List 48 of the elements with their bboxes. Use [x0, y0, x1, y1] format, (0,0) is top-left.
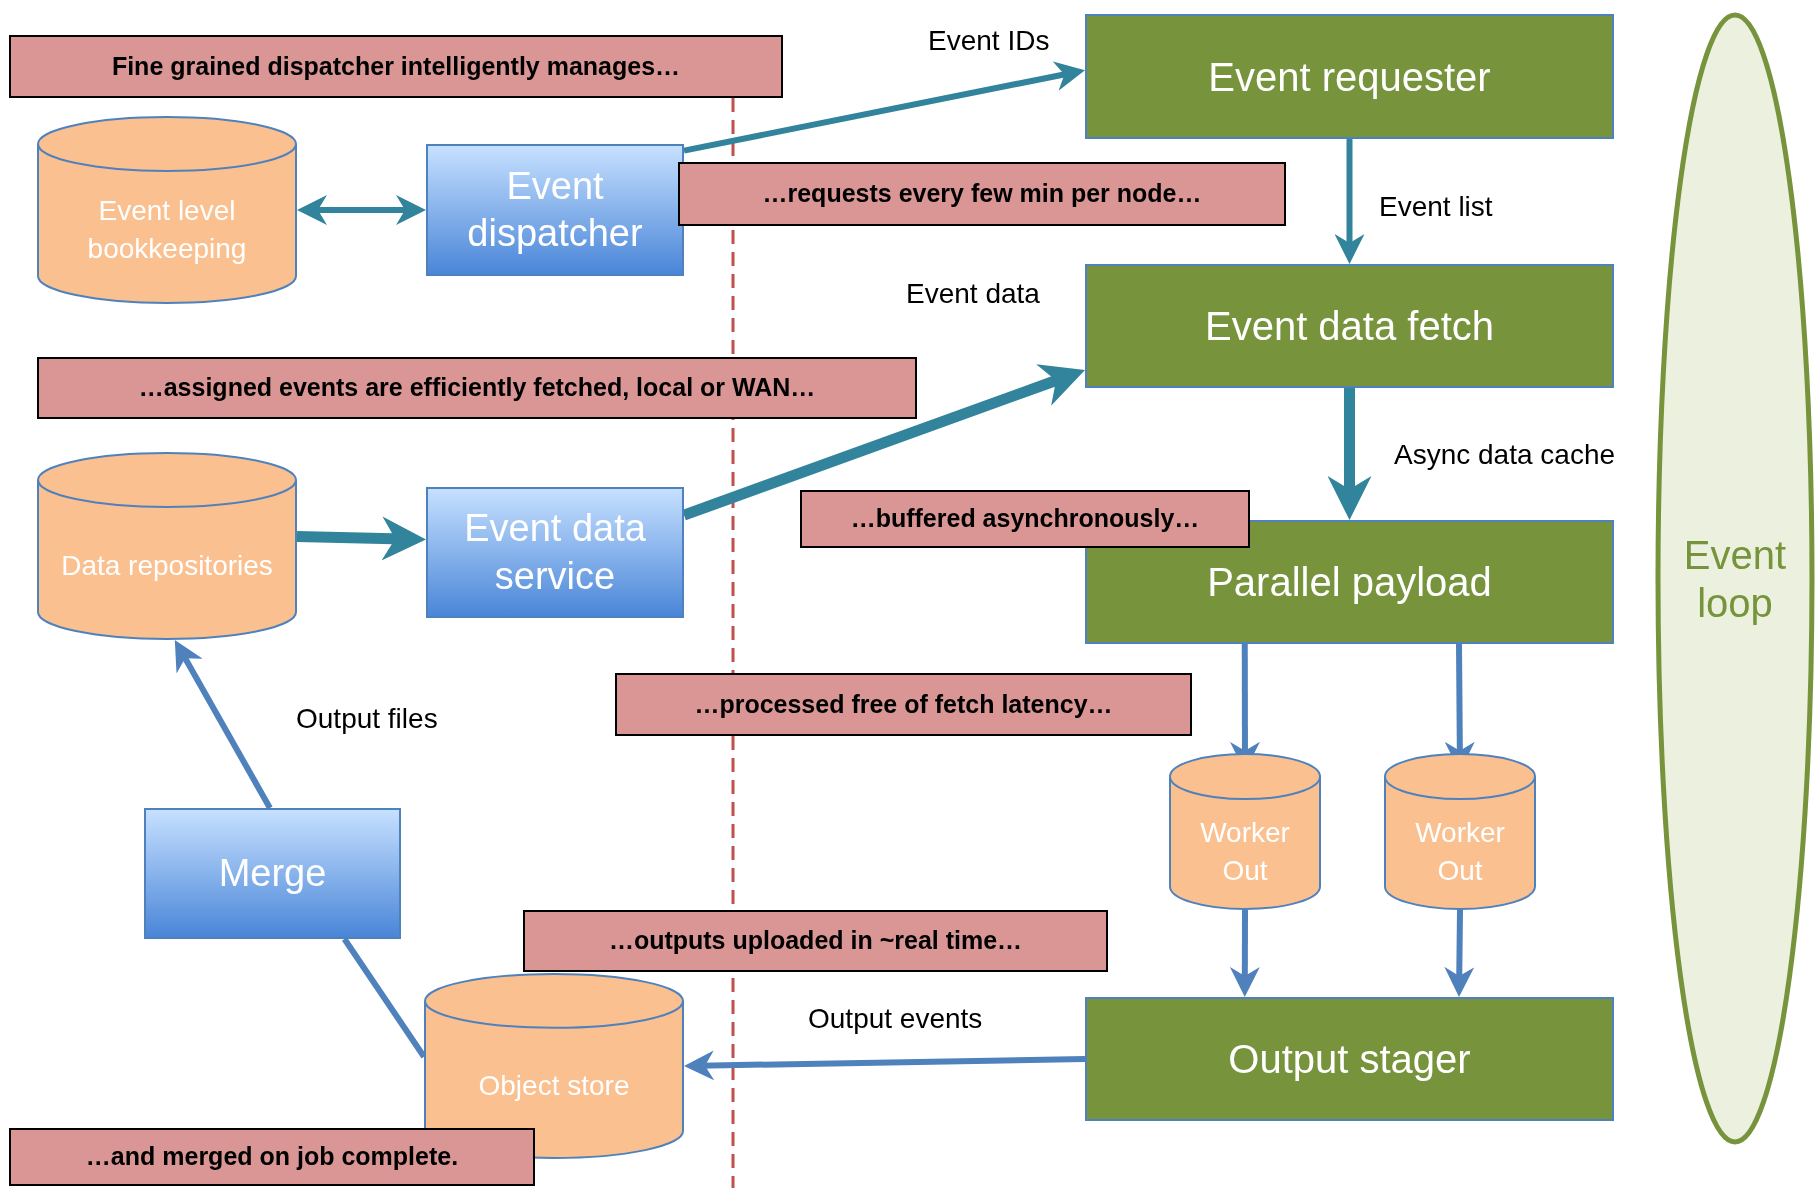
arrow: [1229, 910, 1260, 997]
connector-line: [341, 937, 427, 1059]
node-text: Output stager: [1228, 1036, 1471, 1083]
callout-box: [523, 910, 1108, 972]
node-text: Event dispatcher: [466, 163, 644, 256]
node-text: Event data fetch: [1204, 303, 1495, 350]
node-text: Event level bookkeeping: [86, 194, 248, 266]
database-cylinder: [37, 452, 297, 640]
arrow: [1444, 909, 1475, 997]
arrow: [296, 516, 426, 561]
callout-box: [9, 35, 783, 98]
node-text: Fine grained dispatcher intelligently manages…: [111, 50, 681, 82]
database-cylinder: [1384, 753, 1536, 910]
node-text: …assigned events are efficiently fetched, local or WAN…: [138, 372, 816, 404]
arrow: [684, 1050, 1086, 1081]
step-box: [1085, 264, 1614, 388]
process-box: [144, 808, 401, 939]
step-box: [1085, 14, 1614, 139]
arrow: [1334, 139, 1365, 264]
process-box: [426, 487, 684, 618]
node-text: Event requester: [1208, 53, 1491, 101]
callout-box: [615, 673, 1192, 736]
callout-box: [37, 357, 917, 419]
node-text: Merge: [217, 850, 328, 896]
callout-box: [800, 490, 1250, 548]
node-text: …processed free of fetch latency…: [694, 688, 1113, 720]
database-cylinder: [1169, 753, 1321, 910]
callout-box: [9, 1128, 535, 1186]
arrow: [174, 640, 273, 810]
node-text: …buffered asynchronously…: [850, 503, 1200, 535]
callout-box: [678, 162, 1286, 226]
step-box: [1085, 997, 1614, 1121]
arrow: [297, 195, 426, 225]
node-text: Event data service: [463, 506, 647, 599]
node-text: …outputs uploaded in ~real time…: [608, 925, 1023, 957]
node-text: Event loop: [1682, 531, 1788, 627]
database-cylinder: [37, 116, 297, 304]
node-text: …and merged on job complete.: [85, 1141, 459, 1173]
process-box: [426, 144, 684, 276]
node-text: Parallel payload: [1207, 559, 1492, 606]
loop-ellipse: [1655, 12, 1815, 1145]
node-text: Worker Out: [1414, 815, 1506, 888]
arrow: [683, 61, 1085, 154]
node-text: Object store: [477, 1069, 631, 1104]
node-text: …requests every few min per node…: [762, 178, 1202, 210]
arrow: [1327, 388, 1372, 520]
node-text: Worker Out: [1199, 815, 1291, 888]
node-text: Data repositories: [60, 549, 274, 584]
